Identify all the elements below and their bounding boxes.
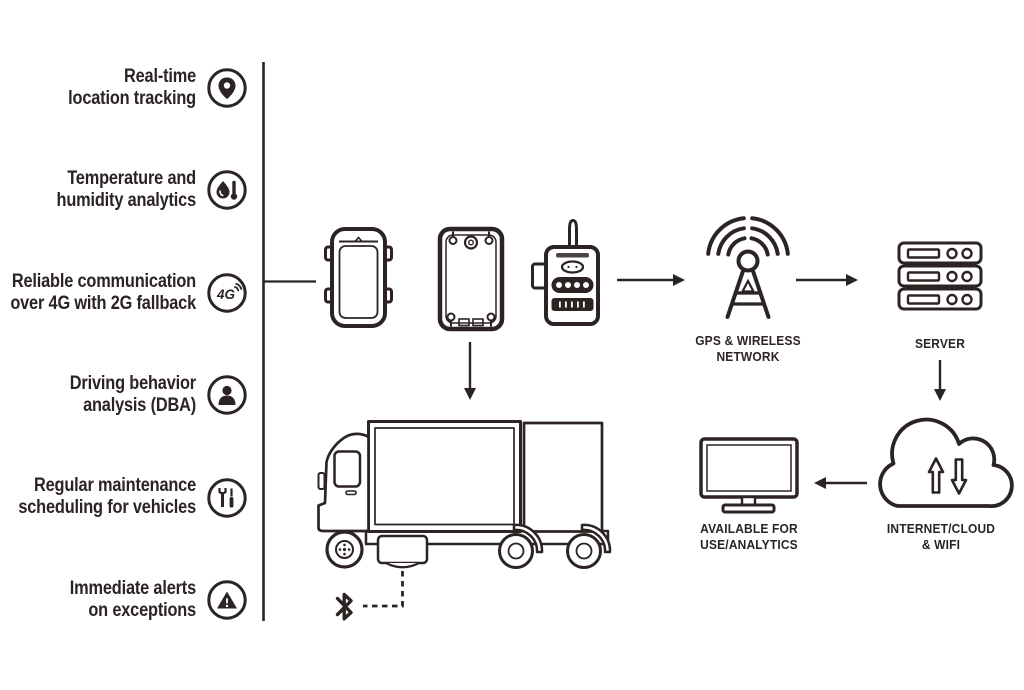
feature-realtime-tracking: Real-time location tracking xyxy=(68,66,196,109)
bluetooth-link xyxy=(335,571,404,621)
tools-icon xyxy=(207,478,247,518)
4g-signal-icon: 4G xyxy=(207,273,247,313)
bluetooth-dashed-line xyxy=(363,571,404,608)
network-caption: GPS & WIRELESS NETWORK xyxy=(695,333,801,364)
upload-arrow-icon xyxy=(927,457,945,494)
monitor-caption: AVAILABLE FOR USE/ANALYTICS xyxy=(700,521,798,552)
gps-wireless-network-icon xyxy=(706,216,790,319)
divider-line xyxy=(262,62,316,621)
svg-text:4G: 4G xyxy=(216,287,236,302)
warning-triangle-icon xyxy=(207,580,247,620)
download-arrow-icon xyxy=(950,458,968,495)
server-icon xyxy=(897,241,983,311)
driver-person-icon xyxy=(207,375,247,415)
location-pin-icon xyxy=(207,68,247,108)
feature-temperature-humidity: Temperature and humidity analytics xyxy=(56,168,197,211)
internet-cloud-icon xyxy=(878,417,1014,508)
gps-tracker-device-icon xyxy=(324,227,393,328)
side-mirror xyxy=(317,472,326,490)
thermometer-droplet-icon xyxy=(207,170,247,210)
truck-cab xyxy=(317,432,370,533)
server-caption: SERVER xyxy=(914,336,966,351)
feature-driving-behavior: Driving behavior analysis (DBA) xyxy=(69,373,196,416)
feature-regular-maintenance: Regular maintenance scheduling for vehic… xyxy=(18,475,197,518)
feature-immediate-alerts: Immediate alerts on exceptions xyxy=(69,578,196,621)
handheld-tracker-device-icon xyxy=(531,218,600,326)
flow-arrows xyxy=(464,274,946,489)
truck-illustration xyxy=(317,420,612,569)
door-handle xyxy=(345,490,357,496)
cloud-caption: INTERNET/CLOUD & WIFI xyxy=(886,521,996,552)
cab-window xyxy=(333,450,362,488)
feature-reliable-communication: Reliable communication over 4G with 2G f… xyxy=(10,271,196,314)
telematics-box-device-icon xyxy=(437,226,505,332)
front-wheel xyxy=(325,530,364,569)
rear-wheels xyxy=(498,523,612,569)
bluetooth-icon xyxy=(335,592,353,621)
underbody-tracker-box xyxy=(376,534,429,569)
monitor-icon xyxy=(699,437,799,514)
